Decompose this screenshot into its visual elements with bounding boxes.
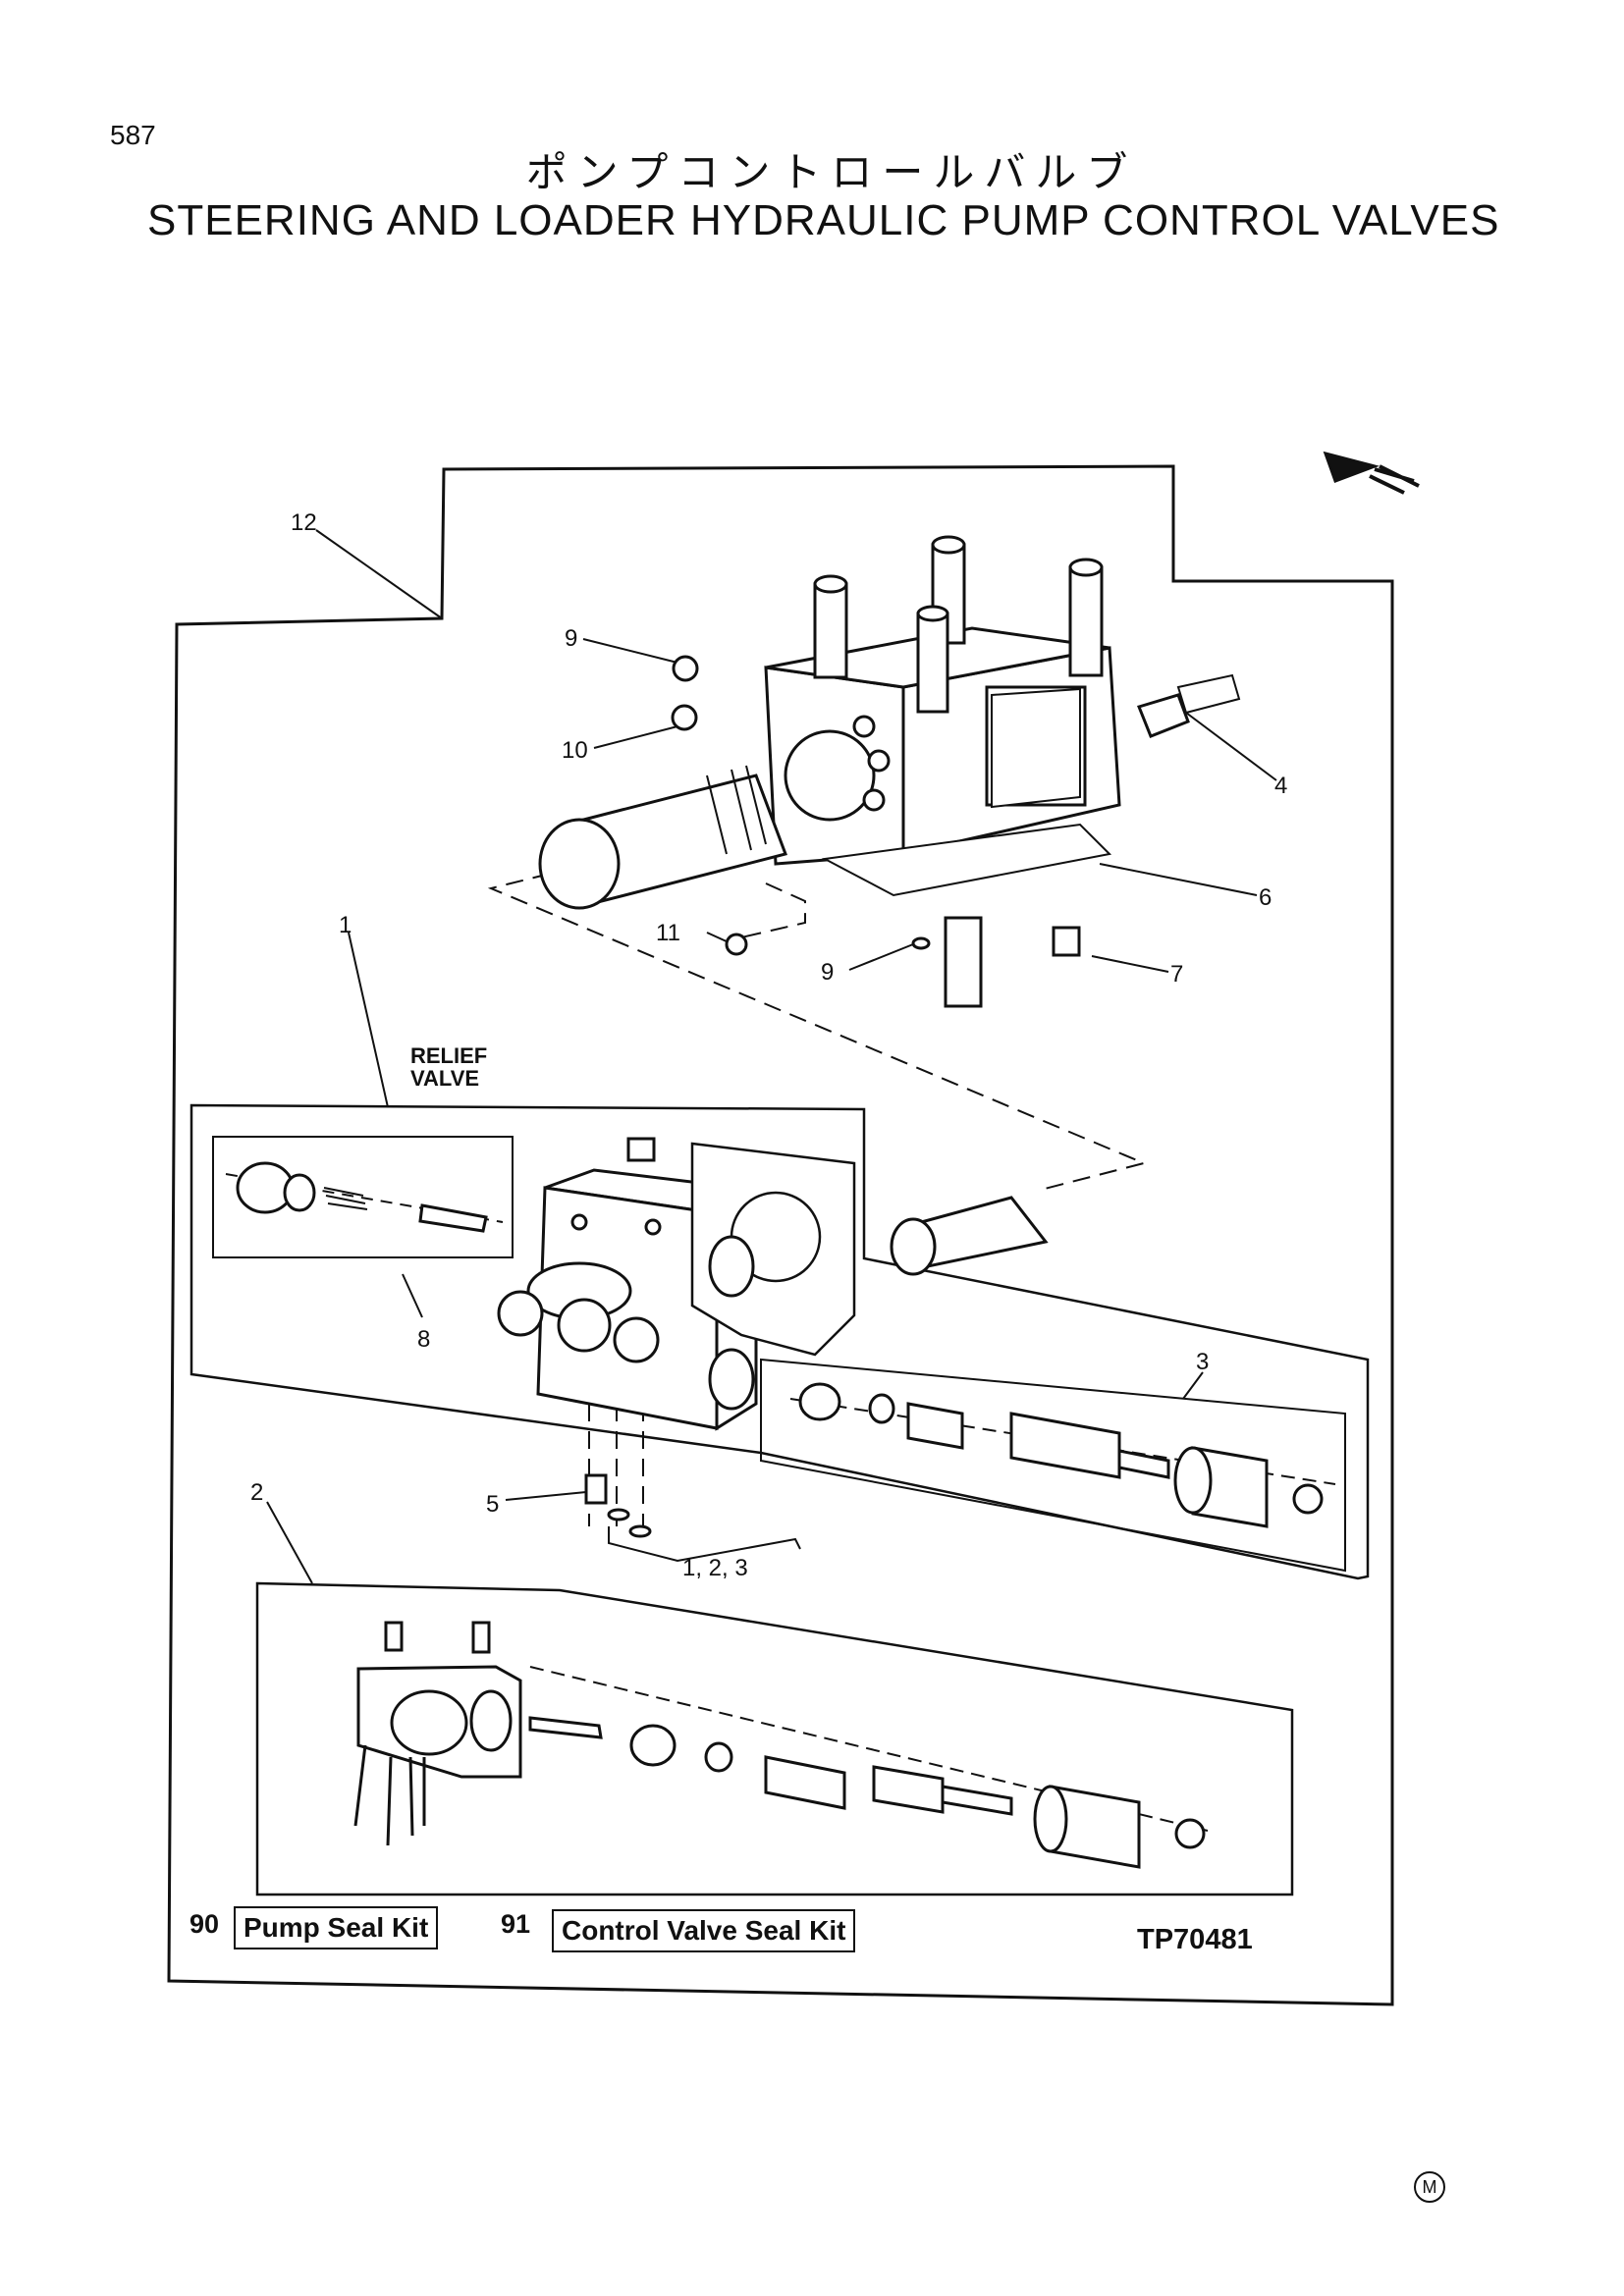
relief-valve-label-2: VALVE bbox=[410, 1066, 479, 1091]
page-number: 587 bbox=[110, 120, 156, 150]
control-valve-seal-kit-label: Control Valve Seal Kit bbox=[552, 1909, 856, 1952]
part-2-components bbox=[353, 1621, 1206, 1869]
callout-6: 6 bbox=[1259, 884, 1272, 911]
part-3-components bbox=[798, 1382, 1324, 1528]
pump-seal-kit-label: Pump Seal Kit bbox=[234, 1906, 439, 1949]
callout-5: 5 bbox=[486, 1491, 499, 1518]
figure-id: TP70481 bbox=[1137, 1924, 1253, 1955]
part-8-box bbox=[212, 1136, 514, 1258]
callout-4: 4 bbox=[1274, 773, 1287, 799]
callout-11: 11 bbox=[656, 920, 680, 946]
relief-valve-box bbox=[189, 1103, 1370, 1580]
callout-9-top: 9 bbox=[565, 625, 577, 652]
pump-seal-kit-number: 90 bbox=[189, 1909, 220, 1939]
callout-8: 8 bbox=[417, 1326, 430, 1353]
relief-valve-label-1: RELIEF bbox=[410, 1043, 487, 1068]
callout-7: 7 bbox=[1170, 961, 1183, 988]
callout-1: 1 bbox=[339, 912, 352, 938]
callout-3: 3 bbox=[1196, 1349, 1209, 1375]
part-2-box bbox=[255, 1581, 1294, 1896]
pump-control-valve-housing bbox=[538, 451, 1420, 1008]
relief-valve-body bbox=[236, 1137, 1049, 1538]
outer-frame bbox=[167, 464, 1394, 2006]
callout-12: 12 bbox=[291, 509, 317, 536]
control-valve-seal-kit-number: 91 bbox=[501, 1909, 531, 1939]
part-3-box bbox=[760, 1358, 1346, 1573]
callout-10: 10 bbox=[562, 737, 588, 764]
corner-mark: M bbox=[1414, 2171, 1445, 2203]
callout-2: 2 bbox=[250, 1479, 263, 1506]
title-english: STEERING AND LOADER HYDRAULIC PUMP CONTR… bbox=[147, 196, 1500, 244]
callout-9-bottom: 9 bbox=[821, 959, 834, 986]
callout-1-2-3: 1, 2, 3 bbox=[682, 1555, 748, 1581]
title-japanese: ポンプコントロールバルブ bbox=[525, 148, 1138, 196]
